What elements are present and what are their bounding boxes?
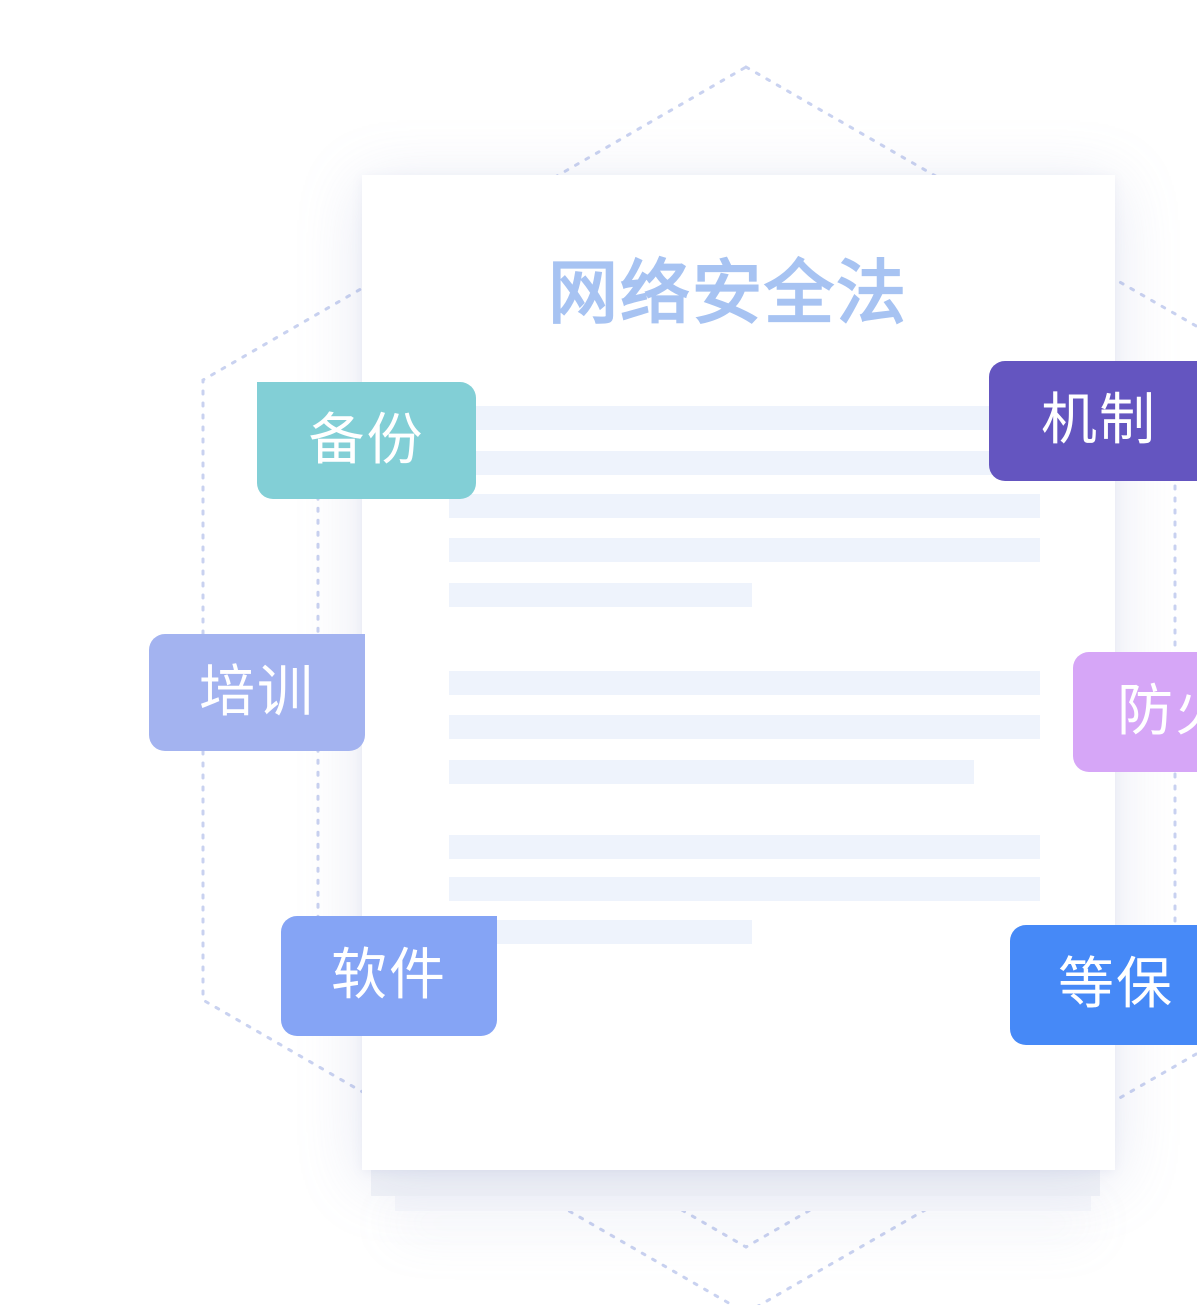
text-line [449, 877, 1040, 901]
text-line [449, 760, 974, 784]
tag-classified-protection-label: 等保 [1058, 952, 1174, 1017]
text-line [449, 451, 1040, 475]
tag-mechanism-label: 机制 [1041, 388, 1157, 453]
tag-classified-protection: 等保 [1010, 925, 1197, 1045]
tag-backup-label: 备份 [308, 407, 425, 473]
paper-back-sheet-1 [371, 1168, 1100, 1196]
text-line [449, 538, 1040, 562]
tag-software: 软件 [281, 916, 497, 1036]
text-line [449, 715, 1040, 739]
text-line [449, 583, 752, 607]
text-line [449, 406, 1040, 430]
document-title: 网络安全法 [548, 252, 908, 334]
paper-back-sheet-2 [395, 1195, 1091, 1211]
outer-hexagon [201, 65, 1197, 1305]
tag-backup: 备份 [257, 382, 476, 499]
text-line [449, 494, 1040, 518]
tag-training: 培训 [149, 634, 365, 751]
text-line [449, 671, 1040, 695]
tag-mechanism: 机制 [989, 361, 1197, 481]
tag-training-label: 培训 [199, 659, 315, 725]
text-line [449, 920, 752, 944]
tag-firewall: 防火 [1073, 652, 1197, 772]
text-line [449, 835, 1040, 859]
tag-software-label: 软件 [331, 943, 447, 1008]
tag-firewall-label: 防火 [1117, 679, 1197, 744]
